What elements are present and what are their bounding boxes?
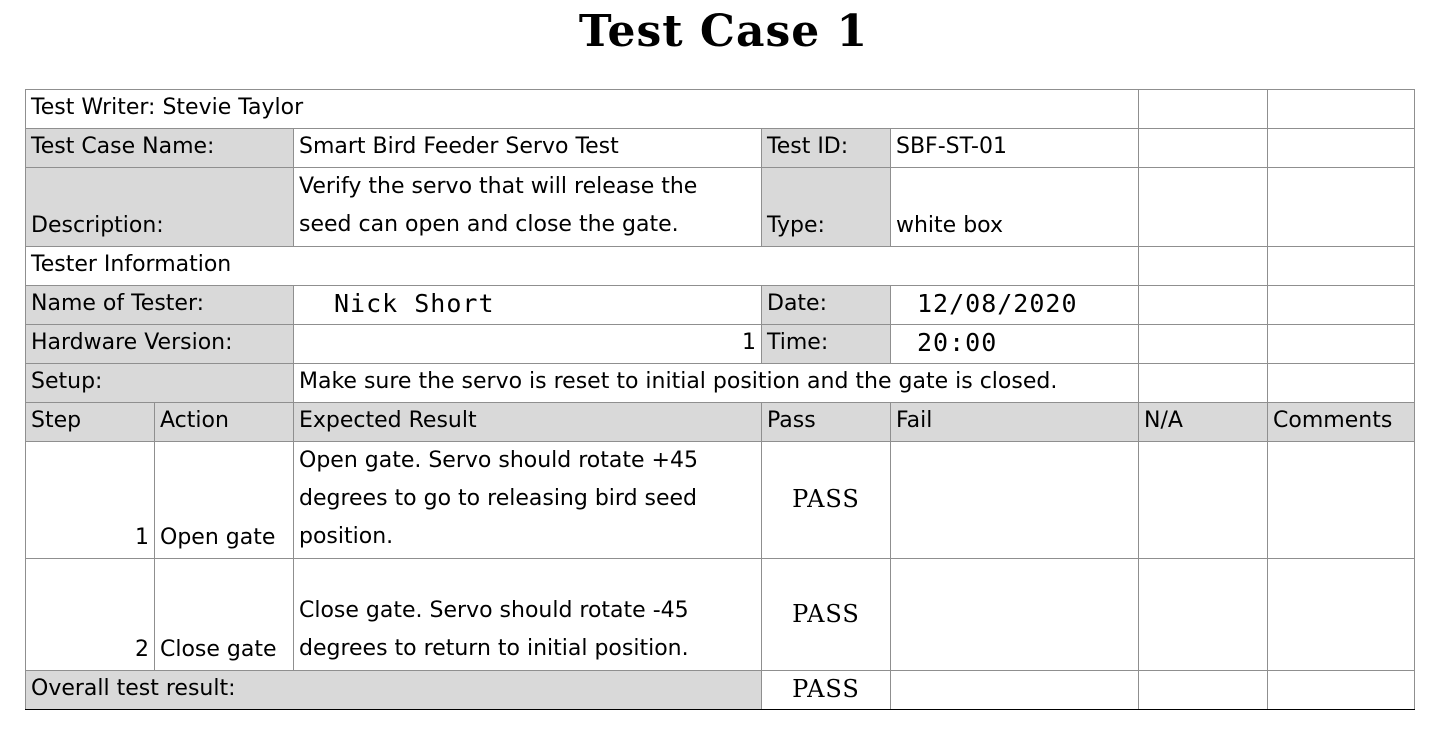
test-case-name-label: Test Case Name: [25,128,294,168]
hardware-version-label: Hardware Version: [25,324,294,364]
column-header-row: Step Action Expected Result Pass Fail N/… [25,402,1416,442]
empty-cell [1138,246,1269,286]
step-fail-cell [889,441,1140,559]
overall-result-value: PASS [761,670,891,710]
setup-value: Make sure the servo is reset to initial … [292,363,1140,403]
step-expected-result: Open gate. Servo should rotate +45 degre… [293,441,762,559]
name-of-tester-row: Name of Tester: Nick Short Date: 12/08/2… [25,285,1416,325]
empty-cell [1138,324,1269,364]
description-value: Verify the servo that will release the s… [293,167,762,247]
step-number: 1 [25,441,155,559]
step-comments-cell [1267,558,1416,671]
column-header-comments: Comments [1267,402,1416,442]
empty-cell [1138,285,1269,325]
empty-cell [1138,128,1269,168]
step-number: 2 [25,558,155,671]
empty-cell [1267,246,1416,286]
step-fail-cell [889,558,1140,671]
step-pass-value: PASS [761,441,891,559]
empty-cell [1267,128,1416,168]
type-value: white box [889,167,1140,247]
step-action: Close gate [154,558,294,671]
setup-row: Setup: Make sure the servo is reset to i… [25,363,1416,403]
empty-cell [1267,285,1416,325]
time-value: 20:00 [889,324,1140,364]
step-na-cell [1138,558,1269,671]
description-row: Description: Verify the servo that will … [25,167,1416,247]
column-header-na: N/A [1138,402,1269,442]
test-writer-cell: Test Writer: Stevie Taylor [24,89,1140,129]
overall-result-label: Overall test result: [25,670,762,710]
column-header-fail: Fail [889,402,1140,442]
empty-cell [1267,89,1416,129]
step-pass-value: PASS [761,558,891,671]
empty-cell [889,670,1140,710]
empty-cell [1138,670,1269,710]
test-id-value: SBF-ST-01 [889,128,1140,168]
date-value: 12/08/2020 [889,285,1140,325]
empty-cell [1138,167,1269,247]
empty-cell [1267,363,1416,403]
time-label: Time: [761,324,891,364]
empty-cell [1267,670,1416,710]
column-header-expected: Expected Result [293,402,762,442]
table-row: 1 Open gate Open gate. Servo should rota… [25,441,1416,559]
setup-label: Setup: [25,363,294,403]
tester-information-heading: Tester Information [24,246,1140,286]
test-case-name-row: Test Case Name: Smart Bird Feeder Servo … [25,128,1416,168]
empty-cell [1138,363,1269,403]
description-label: Description: [25,167,294,247]
hardware-version-value: 1 [293,324,762,364]
column-header-action: Action [154,402,294,442]
overall-result-row: Overall test result: PASS [25,670,1416,710]
empty-cell [1267,167,1416,247]
column-header-step: Step [25,402,155,442]
test-writer-row: Test Writer: Stevie Taylor [24,89,1416,129]
test-case-table: Test Writer: Stevie Taylor Test Case Nam… [24,89,1416,710]
type-label: Type: [761,167,891,247]
date-label: Date: [761,285,891,325]
empty-cell [1267,324,1416,364]
step-action: Open gate [154,441,294,559]
test-id-label: Test ID: [761,128,891,168]
empty-cell [1138,89,1269,129]
page-title: Test Case 1 [578,6,869,57]
test-case-name-value: Smart Bird Feeder Servo Test [293,128,762,168]
table-row: 2 Close gate Close gate. Servo should ro… [25,558,1416,671]
name-of-tester-label: Name of Tester: [25,285,294,325]
step-comments-cell [1267,441,1416,559]
column-header-pass: Pass [761,402,891,442]
tester-information-row: Tester Information [24,246,1416,286]
step-na-cell [1138,441,1269,559]
name-of-tester-value: Nick Short [293,285,762,325]
hardware-version-row: Hardware Version: 1 Time: 20:00 [25,324,1416,364]
step-expected-result: Close gate. Servo should rotate -45 degr… [293,558,762,671]
